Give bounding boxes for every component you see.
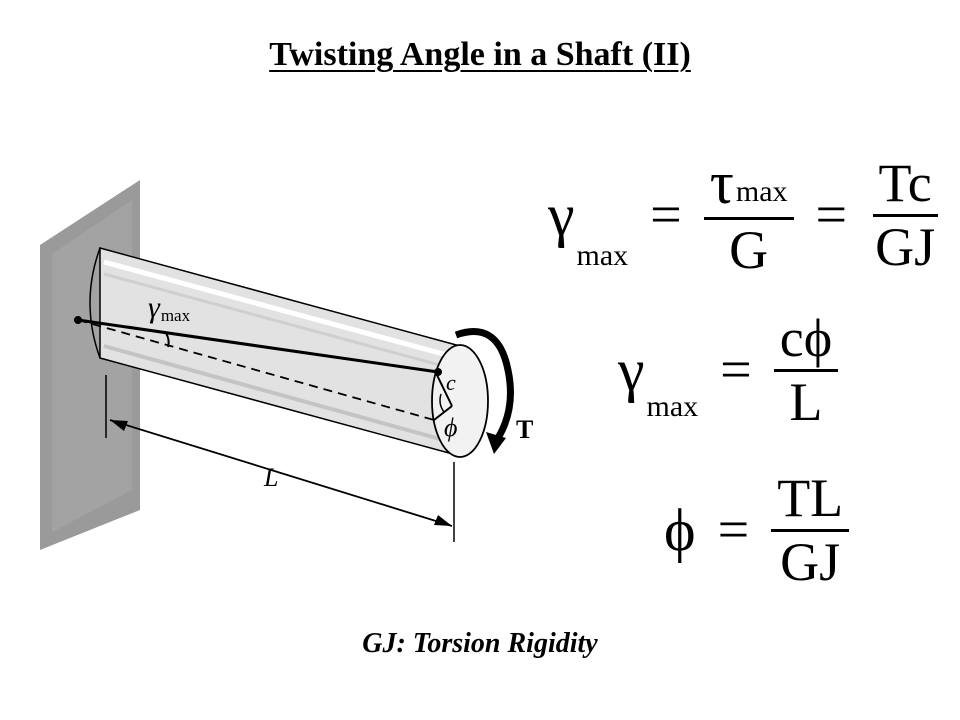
eq1-lhs-symbol: γ: [548, 181, 575, 248]
eq1-equals-1: =: [650, 184, 682, 247]
shaft-shade: [103, 272, 459, 372]
eq1-frac2-den: GJ: [875, 216, 936, 277]
phi-label: ϕ: [444, 413, 457, 442]
radius-line-2: [433, 405, 453, 421]
length-label: L: [263, 463, 278, 492]
eq3-equals: =: [717, 499, 750, 562]
gamma-max-label: γmax: [148, 291, 191, 325]
eq1-equals-2: =: [815, 184, 848, 247]
equation-twist-angle: ϕ = TL GJ: [664, 470, 850, 592]
eq2-equals: =: [720, 339, 752, 402]
phi-angle-arc: [439, 393, 445, 413]
dimension-line: [109, 419, 453, 527]
eq3-lhs-symbol: ϕ: [664, 496, 696, 563]
shaft-shade-lower: [103, 344, 459, 446]
eq2-frac-den: L: [789, 371, 823, 432]
eq1-lhs-sub: max: [576, 238, 629, 272]
shaft-left-edge: [89, 247, 101, 359]
eq3-fraction: TL GJ: [771, 470, 850, 592]
radius-label: c: [446, 370, 456, 395]
eq1-frac1-num-sub: max: [735, 174, 788, 208]
torque-label: T: [516, 415, 533, 444]
eq2-lhs-sub: max: [646, 390, 699, 424]
torque-arrow: [454, 328, 514, 440]
eq1-frac1-den: G: [729, 220, 769, 280]
eq1-frac1-num-symbol: τ: [709, 150, 734, 216]
eq1-fraction-2: Tc GJ: [869, 155, 941, 275]
eq2-lhs-symbol: γ: [618, 336, 645, 403]
eq1-frac2-num: Tc: [872, 155, 938, 217]
dimension-arrow-right: [434, 515, 452, 526]
twisted-line: [77, 318, 439, 374]
eq3-frac-num: TL: [771, 470, 850, 532]
torque-arrow-head: [486, 432, 506, 454]
twisted-point: [434, 368, 442, 376]
shaft-end-face: [431, 344, 489, 458]
original-line: [77, 319, 435, 421]
shaft-illustration: γmax c ϕ T L: [40, 180, 533, 550]
gamma-angle-arc: [165, 332, 170, 348]
shaft-highlight: [103, 259, 459, 361]
shaft-diagram: γmax c ϕ T L: [28, 170, 558, 560]
page-title: Twisting Angle in a Shaft (II): [269, 36, 691, 73]
equation-strain-angle: γ max = cϕ L: [618, 310, 839, 432]
dimension-arrow-left: [110, 420, 128, 431]
eq3-frac-den: GJ: [780, 531, 841, 592]
wall-texture: [52, 200, 132, 532]
eq2-fraction: cϕ L: [773, 310, 839, 432]
radius-line-1: [435, 372, 453, 407]
eq2-frac-num: cϕ: [773, 310, 839, 372]
caption: GJ: Torsion Rigidity: [362, 628, 598, 659]
fixed-point: [74, 316, 82, 324]
shaft-body: [99, 247, 461, 457]
